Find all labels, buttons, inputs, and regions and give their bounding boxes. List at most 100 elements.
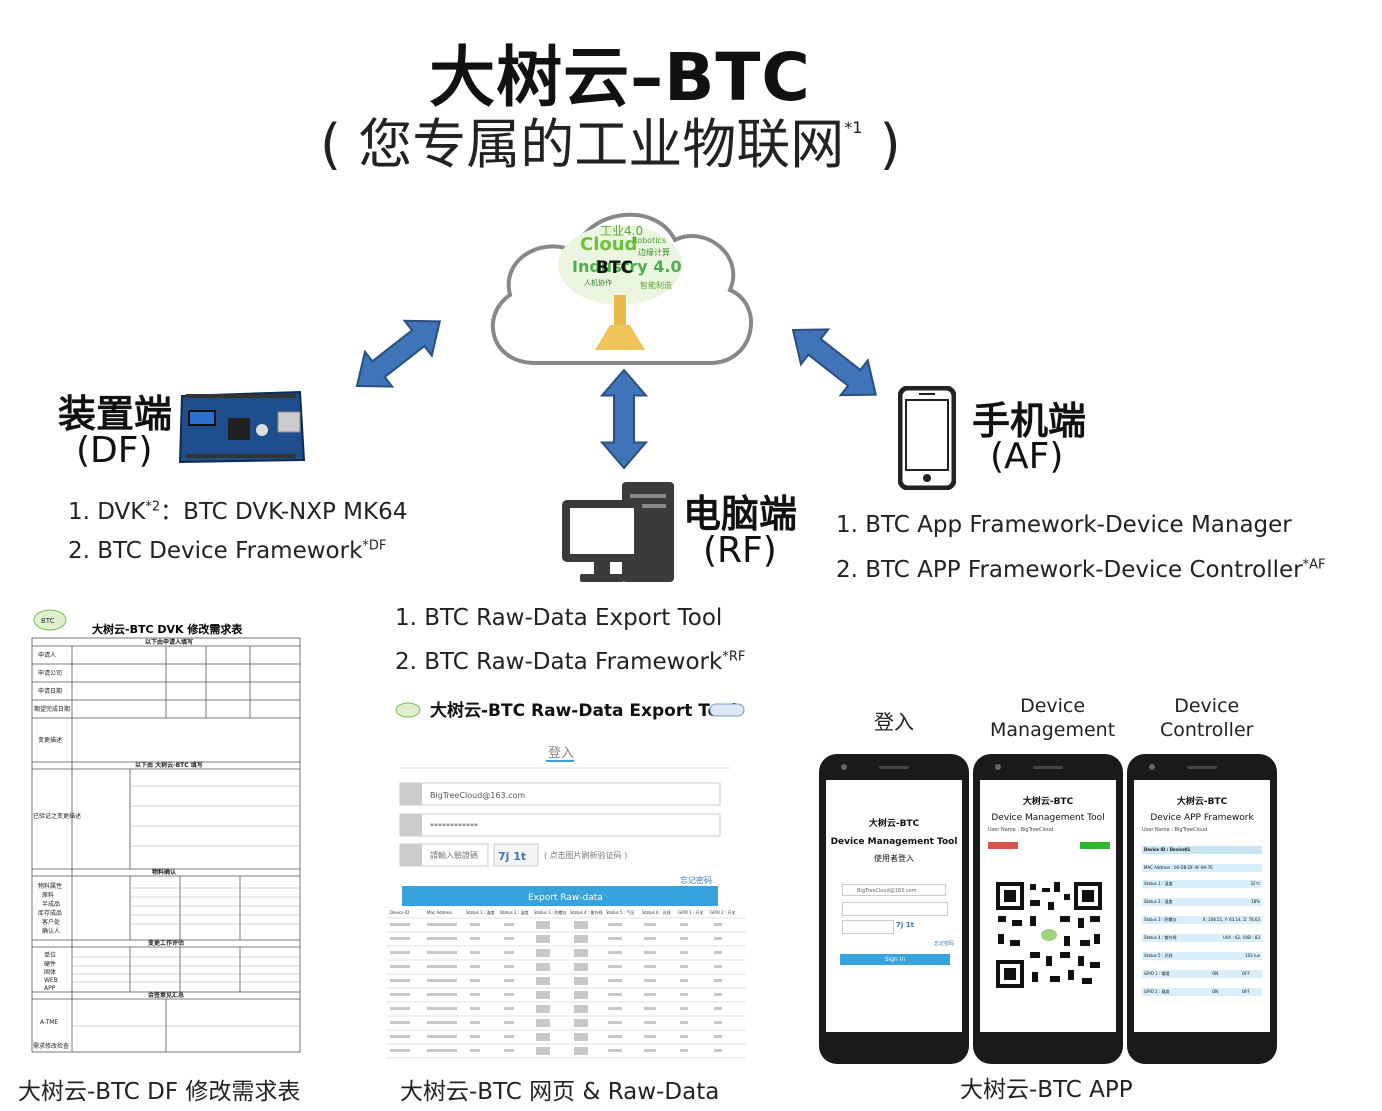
mobile-title: 手机端 [972, 399, 1087, 443]
control-mac: MAC Address : 00-DB-DF-AF-9A-7E [1142, 864, 1262, 872]
form-row-17: A-TME [40, 1019, 58, 1026]
control-brand: 大树云-BTC [1176, 797, 1228, 807]
device-code: (DF) [76, 430, 153, 471]
control-gpio-1-key: GPIO 1 : 電燈 [1144, 971, 1170, 976]
web-col-6: Status 5 : 气压 [606, 909, 634, 915]
pc-item-2: 2. BTC Raw-Data Framework*RF [395, 649, 745, 675]
web-captcha-code: 7j 1t [498, 850, 526, 863]
control-status-4-value: UVA : 62, UVB : 83 [1222, 935, 1260, 940]
form-row-11: 确认人 [42, 927, 60, 935]
device-title: 装置端 [58, 392, 173, 436]
form-row-5: 已验证之变更描述 [33, 812, 81, 820]
web-captcha-hint: ( 点击图片刷新验证码 ) [544, 850, 627, 860]
web-email-value: BigTreeCloud@163.com [430, 791, 525, 800]
manage-add-button[interactable] [1080, 842, 1110, 849]
control-status-5-value: 103 lux [1245, 953, 1260, 958]
mobile-code: (AF) [990, 436, 1064, 477]
device-item-1-sup: *2 [145, 499, 161, 515]
login-sub: 使用者登入 [874, 854, 914, 863]
web-col-5: Status 4 : 紫外线 [570, 909, 602, 915]
pc-code: (RF) [703, 530, 777, 571]
phone-label-manage: Device Management [990, 695, 1116, 741]
login-signin-button[interactable]: Sign in [840, 954, 950, 965]
phone-label-control: Device Controller [1160, 695, 1254, 741]
subtitle: ( 您专属的工业物联网*1 ) [320, 100, 901, 179]
control-status-4: Status 4 : 紫外线 UVA : 62, UVB : 83 [1142, 934, 1262, 942]
form-row-15: WEB [44, 977, 58, 984]
control-gpio-1-on[interactable]: ON [1212, 971, 1219, 976]
subtitle-note: *1 [844, 118, 863, 137]
mobile-item-2: 2. BTC APP Framework-Device Controller*A… [836, 557, 1326, 583]
web-captcha-placeholder: 請輸入驗證碼 [430, 850, 478, 860]
caption-web: 大树云-BTC 网页 & Raw-Data [400, 1079, 720, 1105]
phone-manage: 大树云-BTC Device Management Tool User Name… [973, 754, 1123, 1064]
form-row-2: 申请日期 [38, 687, 62, 695]
form-row-16: APP [44, 985, 56, 992]
form-row-13: 硬件 [44, 960, 56, 968]
manage-logout-button[interactable] [988, 842, 1018, 849]
subtitle-text: ( 您专属的工业物联网 [320, 113, 845, 176]
control-status-3-value: X: 108.51, Y: 63.14, Z: 78.63 [1202, 917, 1260, 922]
web-export-label: Export Raw-data [528, 893, 603, 903]
form-row-3: 期望完成日期 [34, 705, 70, 713]
pc-item-2-sup: *RF [722, 649, 746, 665]
form-title: 大树云-BTC DVK 修改需求表 [92, 622, 243, 636]
control-gpio-2-off[interactable]: OFF [1242, 989, 1250, 994]
web-forgot-link[interactable]: 忘记密码 [680, 875, 712, 885]
mobile-item-1: 1. BTC App Framework-Device Manager [836, 512, 1292, 538]
web-export-button[interactable] [402, 886, 718, 906]
web-table-rows [390, 921, 722, 1055]
form-section-3: 物料确认 [152, 868, 177, 876]
manage-brand: 大树云-BTC [1022, 797, 1074, 807]
arrow-cloud-pc [601, 369, 647, 469]
pc-item-2-text: 2. BTC Raw-Data Framework [395, 649, 723, 675]
web-captcha-image[interactable] [493, 843, 539, 867]
device-item-1-text: 1. DVK [68, 499, 146, 525]
phone-control: 大树云-BTC Device APP Framework User Name :… [1127, 754, 1277, 1064]
login-captcha-code[interactable]: 7j 1t [896, 921, 914, 929]
raw-data-web-page: 大树云-BTC Raw-Data Export Tool 登入 BigTreeC… [380, 690, 752, 1060]
web-col-3: Status 2 : 湿度 [500, 909, 528, 915]
web-col-9: GPIO 2 : 开关 [710, 909, 736, 915]
pc-item-1: 1. BTC Raw-Data Export Tool [395, 605, 723, 631]
form-row-12: 单位 [44, 951, 56, 959]
control-user: User Name : BigTreeCloud [1142, 827, 1208, 833]
web-col-8: GPIO 1 : 开关 [678, 909, 704, 915]
login-email-input[interactable]: BigTreeCloud@163.com [842, 884, 946, 896]
control-status-3-key: Status 3 : 陀螺仪 [1144, 917, 1177, 922]
control-status-4-key: Status 4 : 紫外线 [1144, 935, 1177, 940]
form-section-1: 以下由申请人填写 [145, 638, 193, 646]
device-item-1-rest: ：BTC DVK-NXP MK64 [160, 499, 408, 525]
tree-word-3: Robotics [632, 236, 666, 245]
control-gpio-1: GPIO 1 : 電燈 ON OFF [1142, 970, 1262, 978]
word-tree: 工业4.0 Cloud Industry 4.0 Robotics 边缘计算 智… [558, 224, 682, 350]
main-title: 大树云–BTC [429, 39, 811, 116]
cloud-center-label: BTC [596, 258, 633, 278]
control-gpio-1-off[interactable]: OFF [1242, 971, 1250, 976]
login-captcha-input[interactable] [842, 920, 894, 934]
login-password-input[interactable] [842, 902, 948, 916]
web-col-7: Status 6 : 光线 [642, 909, 670, 915]
form-logo: BTC [33, 609, 67, 631]
web-page-drawing: 大树云-BTC Raw-Data Export Tool 登入 BigTreeC… [386, 700, 746, 1059]
web-login-label: 登入 [548, 746, 574, 761]
form-section-4: 变更工作评估 [148, 939, 184, 947]
mobile-item-2-sup: *AF [1302, 557, 1326, 573]
svg-text:BTC: BTC [41, 617, 55, 625]
login-forgot-link[interactable]: 忘记密码 [934, 941, 955, 947]
control-gpio-2-on[interactable]: ON [1212, 989, 1219, 994]
form-row-9: 库存成品 [38, 909, 62, 917]
device-item-2: 2. BTC Device Framework*DF [68, 538, 386, 564]
device-item-2-sup: *DF [362, 538, 387, 554]
qr-code-icon [994, 880, 1104, 990]
caption-doc: 大树云-BTC DF 修改需求表 [18, 1079, 301, 1105]
subtitle-close: ) [862, 113, 901, 176]
caption-app: 大树云-BTC APP [960, 1077, 1133, 1103]
control-status-1-value: 32℃ [1250, 881, 1260, 886]
form-row-8: 半成品 [42, 900, 60, 908]
web-table-header: Device ID Mac Address Status 1 : 温度 Stat… [390, 909, 736, 915]
web-col-4: Status 3 : 陀螺仪 [534, 909, 566, 915]
manage-user: User Name : BigTreeCloud [988, 827, 1054, 833]
